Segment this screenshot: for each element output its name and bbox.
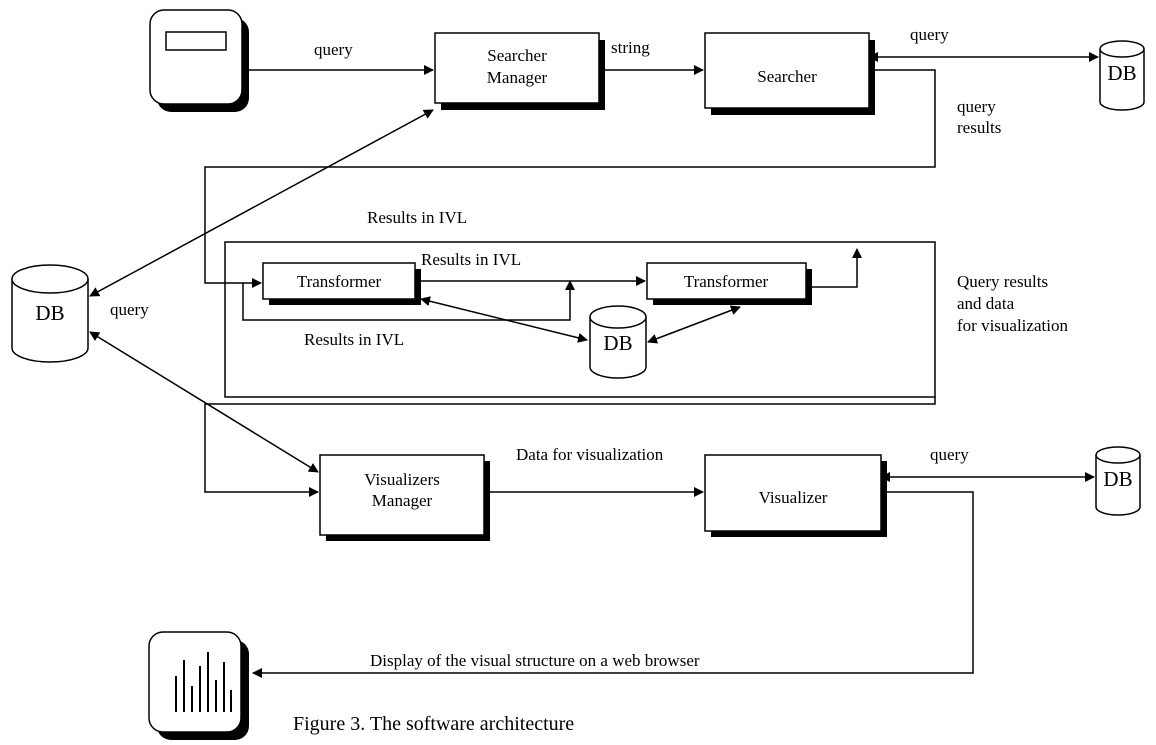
visualizers-manager-label-1: Visualizers <box>364 470 439 489</box>
db-bottom-right-label: DB <box>1103 467 1132 491</box>
figure-caption: Figure 3. The software architecture <box>293 713 574 735</box>
transformer-1-label: Transformer <box>297 272 382 291</box>
transformer-1-db-arrow <box>420 296 588 343</box>
db-left: DB <box>11 264 89 363</box>
panel-to-visualizers-connector <box>204 397 936 497</box>
visualizers-manager-label-2: Manager <box>372 491 433 510</box>
searcher-manager-label-2: Manager <box>487 68 548 87</box>
db-middle: DB <box>589 305 647 379</box>
db-top-right-label: DB <box>1107 61 1136 85</box>
query-label-visualizer-db: query <box>930 445 969 464</box>
visualizers-manager-box: Visualizers Manager <box>319 454 490 541</box>
panel-label-3: for visualization <box>957 316 1068 335</box>
bar-chart-icon <box>175 652 232 712</box>
transformer-2-db-arrow <box>647 305 741 344</box>
transformer-2-output <box>812 248 862 288</box>
results-in-ivl-label-bottom: Results in IVL <box>304 330 404 349</box>
db-middle-label: DB <box>603 331 632 355</box>
query-label-top: query <box>314 40 353 59</box>
results-in-ivl-label-mid: Results in IVL <box>421 250 521 269</box>
panel-label-2: and data <box>957 294 1015 313</box>
transformer-2-label: Transformer <box>684 272 769 291</box>
db-visualizers-manager-arrow <box>89 331 319 473</box>
visualizer-label: Visualizer <box>759 488 828 507</box>
visualizer-box: Visualizer <box>704 454 887 537</box>
query-results-label-2: results <box>957 118 1001 137</box>
display-label: Display of the visual structure on a web… <box>370 651 700 670</box>
query-label-searcher-db: query <box>910 25 949 44</box>
searcher-label: Searcher <box>757 67 817 86</box>
searcher-manager-label-1: Searcher <box>487 46 547 65</box>
db-bottom-right: DB <box>1095 446 1141 516</box>
panel-label-1: Query results <box>957 272 1048 291</box>
transformer-box-1: Transformer <box>262 262 421 305</box>
db-top-right: DB <box>1099 40 1145 111</box>
browser-display-icon <box>148 631 249 740</box>
db-searcher-manager-arrow <box>89 109 434 297</box>
display-arrow <box>252 491 974 678</box>
searcher-manager-box: Searcher Manager <box>434 32 605 110</box>
query-label-left: query <box>110 300 149 319</box>
db-left-label: DB <box>35 301 64 325</box>
searcher-box: Searcher <box>704 32 875 115</box>
data-for-visualization-label: Data for visualization <box>516 445 664 464</box>
string-label: string <box>611 38 650 57</box>
transformer-box-2: Transformer <box>646 262 812 305</box>
query-results-label-1: query <box>957 97 996 116</box>
results-in-ivl-label-top: Results in IVL <box>367 208 467 227</box>
client-terminal-icon <box>149 9 249 112</box>
